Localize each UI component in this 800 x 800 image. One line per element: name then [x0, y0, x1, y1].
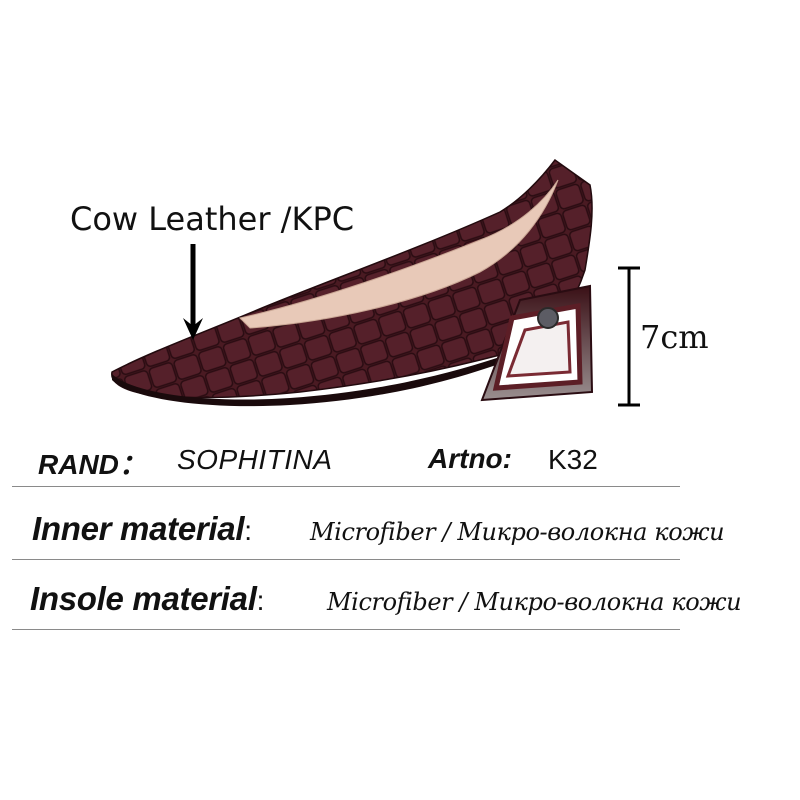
inner-material-key: Inner material: [32, 510, 252, 547]
inner-material-colon: : [244, 515, 252, 546]
shoe-sole [112, 350, 520, 407]
inner-material-value: Microfiber / Микро-волокна кожи [310, 518, 725, 546]
callout-arrow-head-icon [183, 318, 203, 340]
inner-material-row: Inner material: Microfiber / Микро-волок… [0, 510, 800, 554]
article-value: K32 [548, 444, 598, 475]
shoe-upper [111, 158, 593, 399]
insole-material-key: Insole material: [30, 580, 265, 617]
heel [480, 284, 594, 402]
heel-height-label: 7cm [640, 318, 709, 356]
brand-row: RAND： SOPHITINA Artno: K32 [0, 443, 800, 483]
brand-value: SOPHITINA [177, 444, 333, 475]
divider [12, 486, 680, 487]
insole-material-value: Microfiber / Микро-волокна кожи [327, 588, 742, 616]
material-callout-label: Cow Leather /KPC [70, 200, 355, 238]
shoe-illustration [111, 158, 640, 407]
article-key: Artno: [428, 443, 512, 474]
insole-material-colon: : [256, 585, 265, 616]
shoe-lining [239, 179, 559, 329]
divider [12, 629, 680, 630]
brand-key: RAND： [38, 449, 147, 480]
insole-material-row: Insole material: Microfiber / Микро-воло… [0, 580, 800, 624]
divider [12, 559, 680, 560]
